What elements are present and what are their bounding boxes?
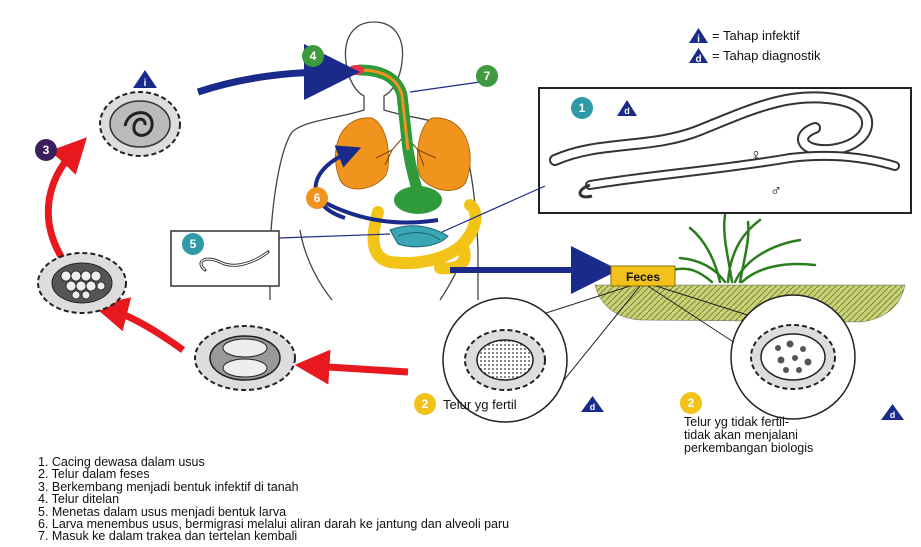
svg-text:d: d [890, 410, 896, 420]
arrow-to-mouth [198, 72, 332, 92]
arrow-red-1 [312, 366, 408, 372]
leader-line-adult [442, 186, 545, 232]
step-list: 1. Cacing dewasa dalam usus 2. Telur dal… [38, 456, 509, 543]
svg-text:5: 5 [190, 237, 197, 251]
mouth [348, 65, 364, 75]
svg-text:3: 3 [43, 143, 50, 157]
infertile-diagnostic-marker: d [881, 404, 904, 420]
developing-egg-two-cell [195, 326, 295, 390]
marker-6: 6 [306, 187, 328, 209]
marker-2-fertile: 2 [414, 393, 436, 415]
fertile-diagnostic-marker: d [581, 396, 604, 412]
male-symbol: ♂ [770, 183, 782, 200]
female-symbol: ♀ [750, 147, 762, 164]
legend-infective-label: = Tahap infektif [712, 28, 800, 43]
infertile-egg-label-1: Telur yg tidak fertil- [684, 415, 789, 429]
infertile-egg-magnified [731, 295, 855, 419]
feces-label-box: Feces [611, 266, 675, 286]
step-2: 2. Telur dalam feses [38, 468, 509, 480]
marker-7: 7 [476, 65, 498, 87]
svg-text:2: 2 [422, 397, 429, 411]
infective-stage-icon: i [689, 28, 708, 45]
infertile-egg-label-3: perkembangan biologis [684, 441, 813, 455]
intestines [374, 205, 476, 268]
marker-4: 4 [302, 45, 324, 67]
arrow-red-3 [48, 150, 75, 258]
svg-text:6: 6 [314, 191, 321, 205]
svg-text:4: 4 [310, 49, 317, 63]
adult-worms-panel: ♀ ♂ d [539, 88, 911, 213]
fertile-egg-label: Telur yg fertil [443, 397, 517, 412]
marker-2-infertile: 2 [680, 392, 702, 414]
svg-text:i: i [697, 34, 700, 45]
step-4: 4. Telur ditelan [38, 493, 509, 505]
developing-egg-multicell [38, 253, 126, 313]
marker-3: 3 [35, 139, 57, 161]
svg-text:d: d [695, 54, 701, 65]
infective-egg [100, 92, 180, 156]
infective-stage-marker: i [133, 70, 157, 89]
svg-text:d: d [590, 402, 596, 412]
svg-text:2: 2 [688, 396, 695, 410]
svg-text:i: i [144, 78, 147, 89]
diagnostic-stage-icon: d [689, 48, 708, 65]
arrow-red-2 [110, 310, 183, 350]
svg-text:7: 7 [484, 69, 491, 83]
infertile-egg-label-2: tidak akan menjalani [684, 428, 798, 442]
legend: i = Tahap infektif d = Tahap diagnostik [689, 28, 821, 65]
marker-5: 5 [182, 233, 204, 255]
svg-text:Feces: Feces [626, 270, 660, 284]
svg-text:1: 1 [579, 101, 586, 115]
legend-diagnostic-label: = Tahap diagnostik [712, 48, 821, 63]
leader-line-trachea [410, 82, 480, 92]
marker-1: 1 [571, 97, 593, 119]
step-7: 7. Masuk ke dalam trakea dan tertelan ke… [38, 530, 509, 542]
grass [672, 215, 815, 282]
svg-text:d: d [624, 106, 630, 116]
